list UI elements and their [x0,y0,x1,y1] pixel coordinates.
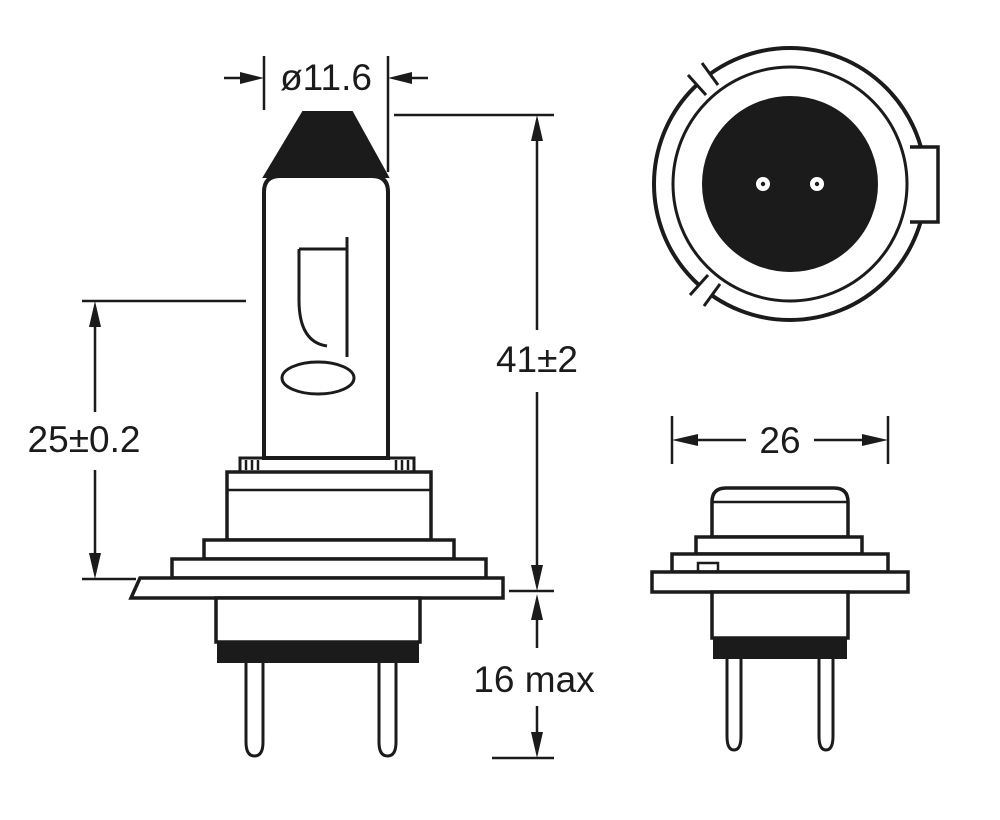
index-notches [686,62,722,307]
dimension-base-length: 16 max [473,594,595,760]
base-block [214,596,422,644]
base-step-2 [170,557,488,580]
base-cap [710,486,850,539]
tip-diameter-label: ø11.6 [280,57,372,98]
base-step-a [694,535,864,556]
base-side-view [650,486,910,752]
bulb-front-view [652,46,940,322]
base-block-side [710,590,850,640]
base-body [225,470,433,542]
dimension-overall-length: 41±2 [394,113,578,593]
bulb-side-view [128,111,505,758]
base-length-label: 16 max [473,659,595,700]
glass-envelope [262,174,390,460]
dimension-reference-length: 25±0.2 [28,299,246,581]
connector-face [702,96,878,272]
mounting-flange [128,576,505,600]
contact-pins-front [756,177,824,191]
mounting-flange-side [650,570,910,594]
filament-assembly [280,237,356,396]
crimp-marks [244,460,410,470]
keying-tab [910,145,940,224]
base-width-label: 26 [759,420,800,461]
terminal-pin-left-side [725,658,743,752]
insulator-band [217,641,419,663]
reference-length-label: 25±0.2 [28,419,141,460]
dimension-base-width: 26 [670,416,890,464]
terminal-pin-right-side [817,658,835,752]
terminal-pin-left [244,662,265,758]
dimension-tip-diameter: ø11.6 [224,56,428,172]
bulb-tip [262,111,390,178]
terminal-pin-right [377,662,398,758]
base-step-1 [202,538,456,561]
inner-ring [671,65,909,303]
insulator-band-side [713,637,847,659]
collar [238,456,416,474]
overall-length-label: 41±2 [496,339,578,380]
